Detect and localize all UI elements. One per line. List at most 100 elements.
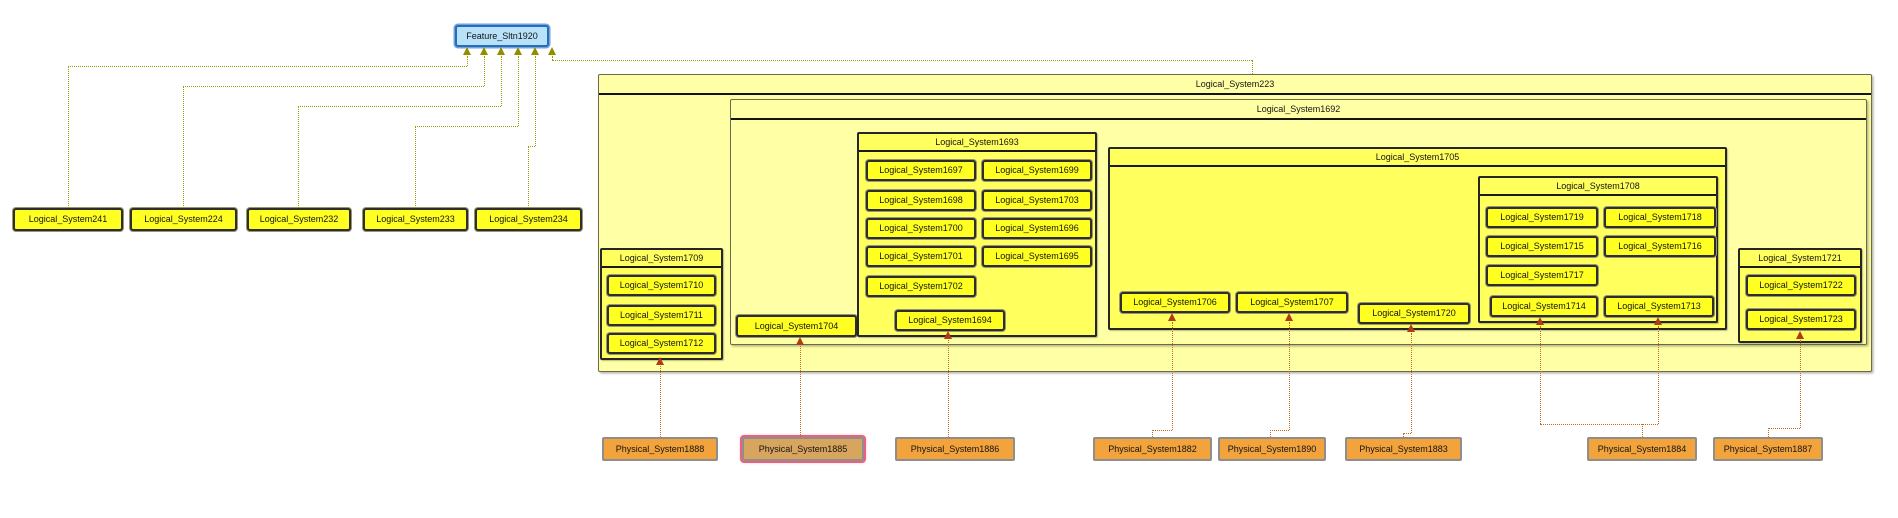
node-logical-system-1722[interactable]: Logical_System1722	[1746, 275, 1856, 296]
connector-segment[interactable]	[1800, 340, 1801, 428]
realization-arrowhead[interactable]	[1407, 324, 1415, 332]
node-logical-system-1717[interactable]: Logical_System1717	[1486, 265, 1598, 286]
connector-segment[interactable]	[501, 56, 502, 106]
connector-segment[interactable]	[552, 56, 553, 60]
connector-segment[interactable]	[1768, 428, 1800, 429]
realization-arrowhead[interactable]	[1536, 317, 1544, 325]
node-physical-system-1885[interactable]: Physical_System1885	[740, 435, 866, 463]
node-logical-system-241[interactable]: Logical_System241	[13, 208, 123, 231]
node-logical-system-1704[interactable]: Logical_System1704	[736, 315, 857, 337]
realization-arrowhead[interactable]	[497, 47, 505, 55]
realization-arrowhead[interactable]	[548, 47, 556, 55]
node-logical-system-1699[interactable]: Logical_System1699	[982, 160, 1092, 181]
connector-segment[interactable]	[415, 126, 416, 208]
node-logical-system-1719[interactable]: Logical_System1719	[1486, 207, 1598, 228]
connector-segment[interactable]	[1658, 326, 1659, 424]
node-logical-system-224[interactable]: Logical_System224	[130, 208, 237, 231]
group-logical-system-1709[interactable]: Logical_System1709 Logical_System1710 Lo…	[600, 248, 723, 360]
realization-arrowhead[interactable]	[1285, 313, 1293, 321]
connector-segment[interactable]	[552, 60, 1252, 61]
connector-segment[interactable]	[528, 146, 535, 147]
connector-segment[interactable]	[1152, 430, 1172, 431]
realization-arrowhead[interactable]	[1796, 331, 1804, 339]
node-logical-system-1701[interactable]: Logical_System1701	[866, 246, 976, 267]
node-logical-system-1711[interactable]: Logical_System1711	[607, 305, 716, 326]
connector-segment[interactable]	[298, 106, 299, 208]
node-logical-system-1697[interactable]: Logical_System1697	[866, 160, 976, 181]
realization-arrowhead[interactable]	[1654, 317, 1662, 325]
connector-segment[interactable]	[1152, 430, 1153, 437]
node-logical-system-1698[interactable]: Logical_System1698	[866, 190, 976, 211]
connector-segment[interactable]	[800, 346, 801, 437]
node-feature-sltn-1920[interactable]: Feature_Sltn1920	[455, 25, 549, 47]
realization-arrowhead[interactable]	[944, 331, 952, 339]
connector-segment[interactable]	[535, 56, 536, 146]
connector-segment[interactable]	[1768, 428, 1769, 437]
connector-segment[interactable]	[1642, 424, 1643, 437]
container-title: Logical_System223	[599, 75, 1871, 95]
connector-segment[interactable]	[1403, 433, 1404, 437]
node-logical-system-1713[interactable]: Logical_System1713	[1604, 296, 1714, 317]
connector-segment[interactable]	[1270, 430, 1271, 437]
group-logical-system-1721[interactable]: Logical_System1721 Logical_System1722 Lo…	[1738, 248, 1862, 343]
group-logical-system-1693[interactable]: Logical_System1693 Logical_System1697 Lo…	[857, 132, 1097, 337]
connector-segment[interactable]	[660, 366, 661, 437]
node-logical-system-1707[interactable]: Logical_System1707	[1236, 292, 1348, 313]
node-physical-system-1884[interactable]: Physical_System1884	[1587, 437, 1697, 461]
node-logical-system-234[interactable]: Logical_System234	[475, 208, 582, 231]
connector-segment[interactable]	[1289, 322, 1290, 430]
connector-segment[interactable]	[1540, 326, 1541, 424]
connector-segment[interactable]	[484, 56, 485, 86]
node-logical-system-1706[interactable]: Logical_System1706	[1120, 292, 1230, 313]
connector-segment[interactable]	[1411, 333, 1412, 433]
realization-arrowhead[interactable]	[1168, 313, 1176, 321]
node-logical-system-232[interactable]: Logical_System232	[247, 208, 351, 231]
connector-segment[interactable]	[528, 146, 529, 208]
realization-arrowhead[interactable]	[514, 47, 522, 55]
group-title: Logical_System1693	[859, 134, 1095, 152]
node-physical-system-1882[interactable]: Physical_System1882	[1093, 437, 1212, 461]
realization-arrowhead[interactable]	[531, 47, 539, 55]
connector-segment[interactable]	[415, 126, 518, 127]
node-physical-system-1887[interactable]: Physical_System1887	[1713, 437, 1823, 461]
connector-segment[interactable]	[298, 106, 501, 107]
connector-segment[interactable]	[183, 86, 484, 87]
node-logical-system-1695[interactable]: Logical_System1695	[982, 246, 1092, 267]
node-physical-system-1888[interactable]: Physical_System1888	[602, 437, 718, 461]
node-logical-system-1712[interactable]: Logical_System1712	[607, 333, 716, 354]
node-logical-system-1716[interactable]: Logical_System1716	[1604, 236, 1716, 257]
node-physical-system-1890[interactable]: Physical_System1890	[1218, 437, 1326, 461]
connector-segment[interactable]	[467, 56, 468, 66]
node-logical-system-1720[interactable]: Logical_System1720	[1358, 303, 1470, 324]
node-logical-system-1715[interactable]: Logical_System1715	[1486, 236, 1598, 257]
node-logical-system-1703[interactable]: Logical_System1703	[982, 190, 1092, 211]
realization-arrowhead[interactable]	[656, 357, 664, 365]
connector-segment[interactable]	[68, 66, 467, 67]
connector-segment[interactable]	[68, 66, 69, 208]
connector-segment[interactable]	[1172, 322, 1173, 430]
realization-arrowhead[interactable]	[463, 47, 471, 55]
connector-segment[interactable]	[183, 86, 184, 208]
connector-segment[interactable]	[1540, 424, 1658, 425]
node-physical-system-1883[interactable]: Physical_System1883	[1345, 437, 1462, 461]
node-logical-system-1718[interactable]: Logical_System1718	[1604, 207, 1716, 228]
node-logical-system-1696[interactable]: Logical_System1696	[982, 218, 1092, 239]
group-logical-system-1708[interactable]: Logical_System1708 Logical_System1719 Lo…	[1478, 176, 1718, 323]
connector-segment[interactable]	[948, 340, 949, 437]
realization-arrowhead[interactable]	[480, 47, 488, 55]
node-logical-system-1710[interactable]: Logical_System1710	[607, 275, 716, 296]
connector-segment[interactable]	[1270, 430, 1289, 431]
node-logical-system-1714[interactable]: Logical_System1714	[1490, 296, 1598, 317]
node-logical-system-1702[interactable]: Logical_System1702	[866, 276, 976, 297]
connector-segment[interactable]	[1252, 60, 1253, 74]
node-logical-system-1700[interactable]: Logical_System1700	[866, 218, 976, 239]
connector-segment[interactable]	[1403, 433, 1411, 434]
realization-arrowhead[interactable]	[796, 337, 804, 345]
group-title: Logical_System1705	[1110, 149, 1725, 167]
connector-segment[interactable]	[518, 56, 519, 126]
node-logical-system-1694[interactable]: Logical_System1694	[895, 310, 1005, 331]
node-logical-system-1723[interactable]: Logical_System1723	[1746, 309, 1856, 330]
node-physical-system-1886[interactable]: Physical_System1886	[895, 437, 1015, 461]
node-logical-system-233[interactable]: Logical_System233	[363, 208, 468, 231]
